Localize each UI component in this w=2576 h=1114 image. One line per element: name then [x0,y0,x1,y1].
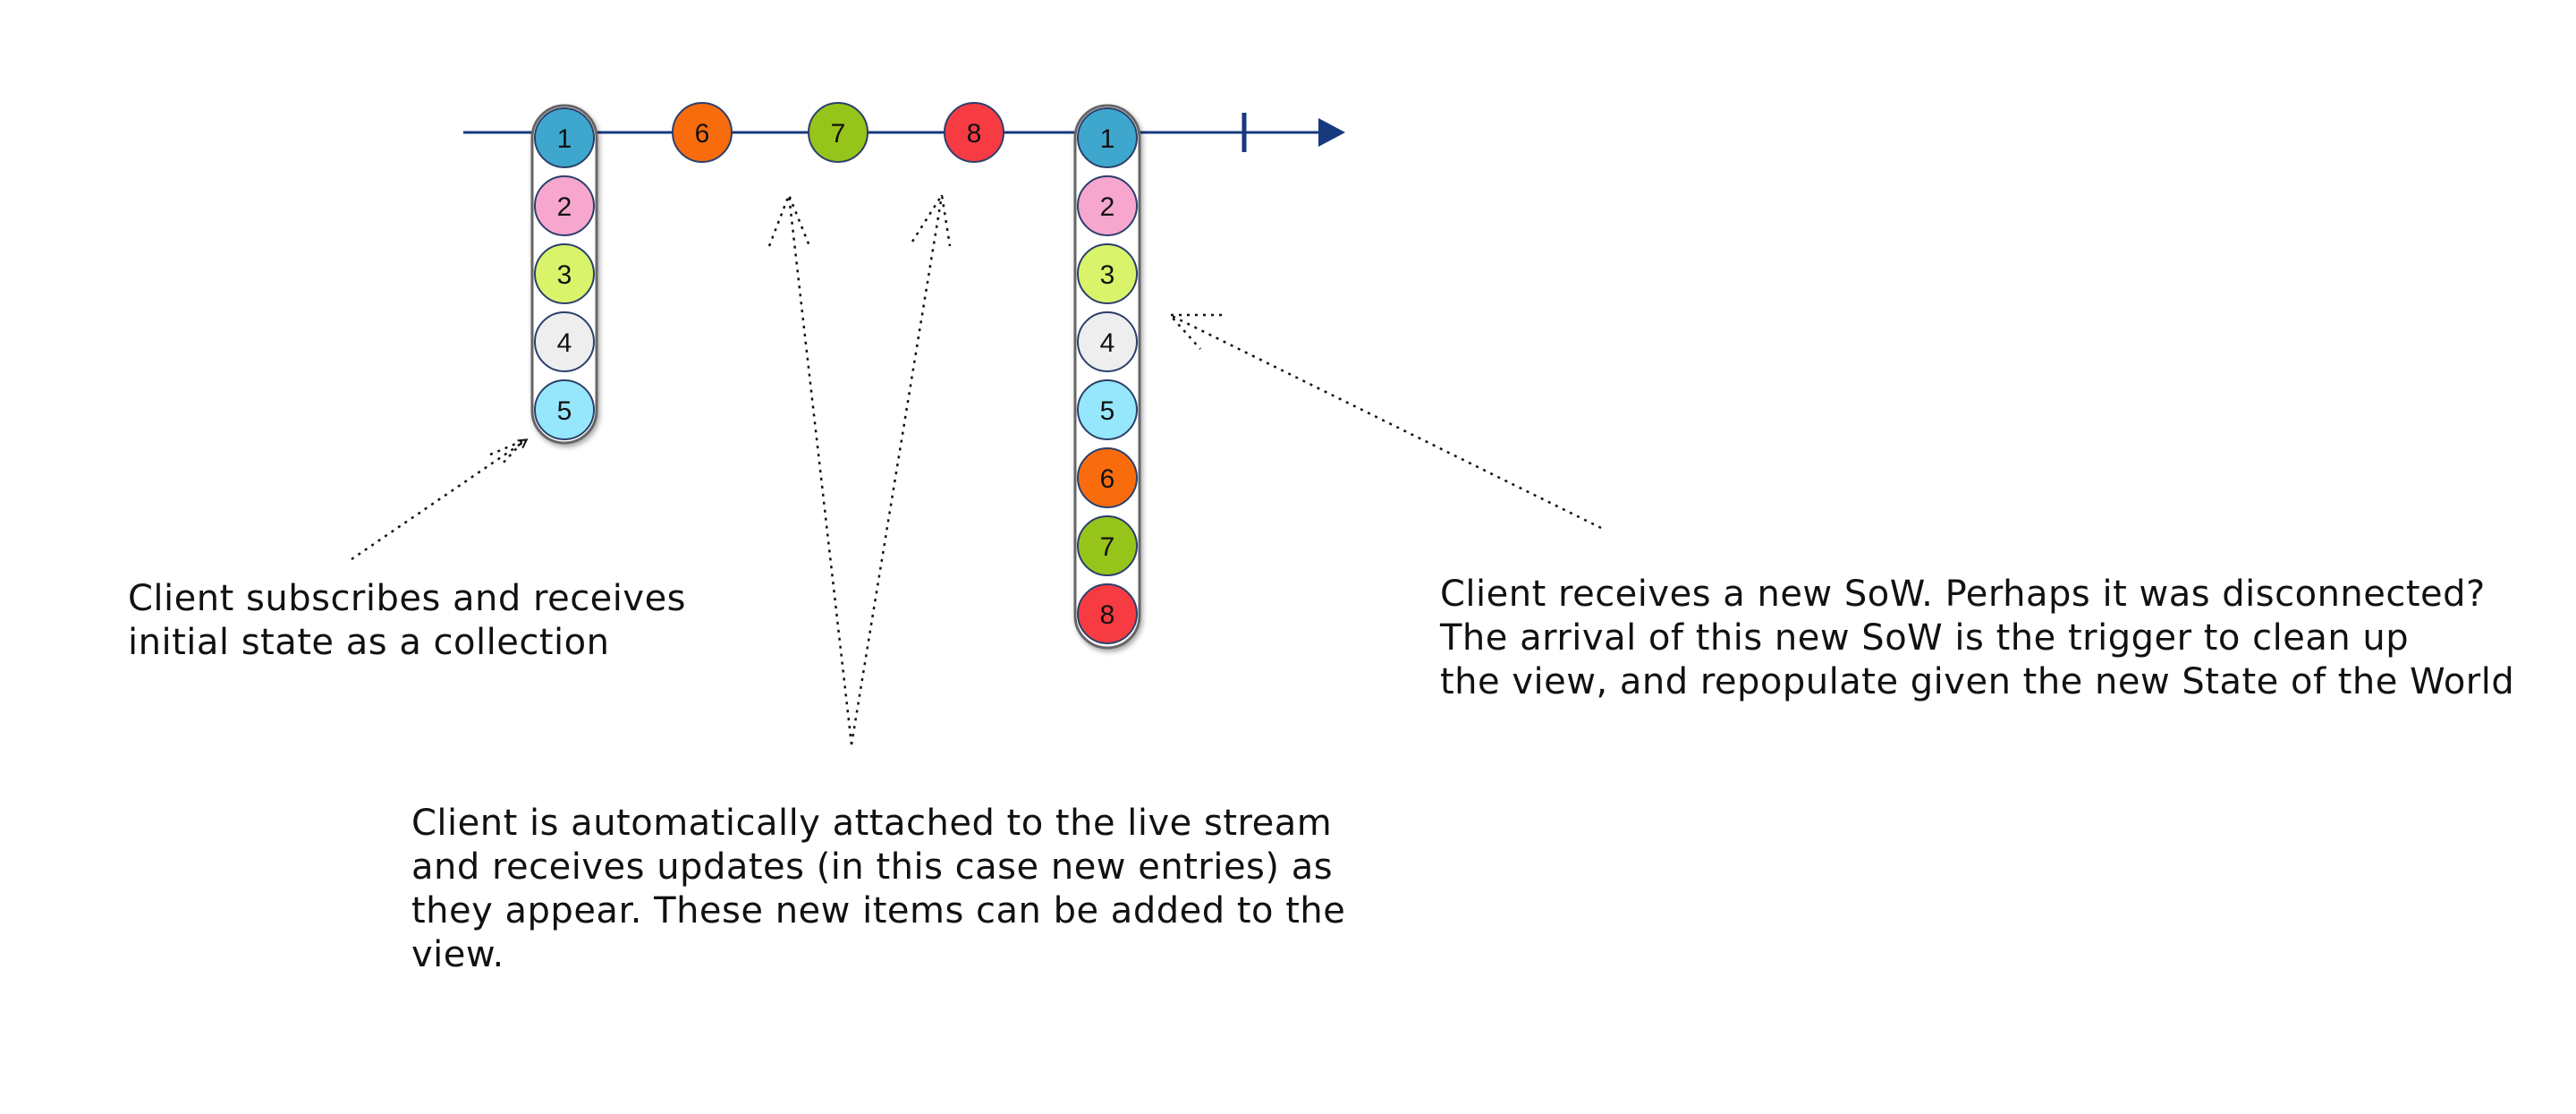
marble-label: 3 [1100,260,1115,290]
sow-pointer-arrow-head [1167,313,1222,350]
initial-collection-item-5: 5 [534,379,595,440]
marble-label: 7 [831,119,846,149]
new-sow-collection-item-8: 8 [1077,583,1138,644]
annotation-line: the view, and repopulate given the new S… [1440,661,2515,702]
new-sow-collection-item-2: 2 [1077,175,1138,236]
marble-label: 8 [967,119,982,149]
marble-circle [534,379,595,440]
new-sow-collection-item-6: 6 [1077,447,1138,508]
pointer-arrows [351,191,1602,745]
marble-label: 8 [1100,600,1115,630]
marble-label: 1 [1100,124,1115,154]
marbles: 1 2 3 4 5 6 7 8 1 2 3 4 5 6 7 8 [534,102,1138,644]
marble-circle [534,107,595,168]
marble-label: 4 [557,328,572,358]
marble-label: 5 [557,396,572,426]
marble-label: 1 [557,124,572,154]
annotation-line: Client is automatically attached to the … [411,803,1333,844]
marble-circle [534,175,595,236]
initial-collection-item-1: 1 [534,107,595,168]
marble-label: 4 [1100,328,1115,358]
marble-circle [944,102,1004,163]
marble-label: 6 [1100,464,1115,494]
marble-circle [1077,243,1138,304]
new-sow-collection-item-4: 4 [1077,311,1138,372]
annotation-line: initial state as a collection [128,622,610,663]
timeline-arrowhead [1318,118,1345,147]
marble-circle [1077,447,1138,508]
annotation-line: and receives updates (in this case new e… [411,846,1334,888]
marble-label: 5 [1100,396,1115,426]
marble-label: 6 [695,119,710,149]
marble-circle [672,102,733,163]
marble-label: 7 [1100,532,1115,562]
live-update-item-7: 7 [808,102,869,163]
new-sow-annotation: Client receives a new SoW. Perhaps it wa… [1440,573,2514,704]
live-stream-annotation: Client is automatically attached to the … [411,802,1345,977]
marble-label: 2 [1100,192,1115,222]
live-pointer-arrow-left [787,194,853,745]
annotation-line: Client receives a new SoW. Perhaps it wa… [1440,574,2486,615]
annotation-line: The arrival of this new SoW is the trigg… [1440,617,2410,659]
new-sow-collection-item-5: 5 [1077,379,1138,440]
marble-circle [534,243,595,304]
marble-circle [1077,515,1138,576]
subscribe-pointer-arrow [351,440,526,561]
marble-label: 3 [557,260,572,290]
marble-circle [534,311,595,372]
new-sow-collection-item-3: 3 [1077,243,1138,304]
annotation-line: view. [411,934,504,975]
annotation-line: Client subscribes and receives [128,578,687,619]
live-pointer-arrow-right-head [911,191,952,247]
marble-circle [1077,175,1138,236]
marble-circle [1077,311,1138,372]
live-update-item-6: 6 [672,102,733,163]
live-pointer-arrow-left-head [767,191,811,247]
subscribe-annotation: Client subscribes and receives initial s… [128,577,686,665]
new-sow-collection-item-7: 7 [1077,515,1138,576]
initial-collection-item-4: 4 [534,311,595,372]
live-update-item-8: 8 [944,102,1004,163]
initial-collection-item-2: 2 [534,175,595,236]
annotation-line: they appear. These new items can be adde… [411,890,1346,931]
new-sow-collection-capsule [1073,104,1141,650]
marble-circle [1077,107,1138,168]
new-sow-collection-item-1: 1 [1077,107,1138,168]
marble-label: 2 [557,192,572,222]
marble-circle [1077,583,1138,644]
initial-collection-item-3: 3 [534,243,595,304]
marble-circle [808,102,869,163]
marble-circle [1077,379,1138,440]
sow-pointer-arrow [1169,313,1602,530]
live-pointer-arrow-right [850,194,944,745]
